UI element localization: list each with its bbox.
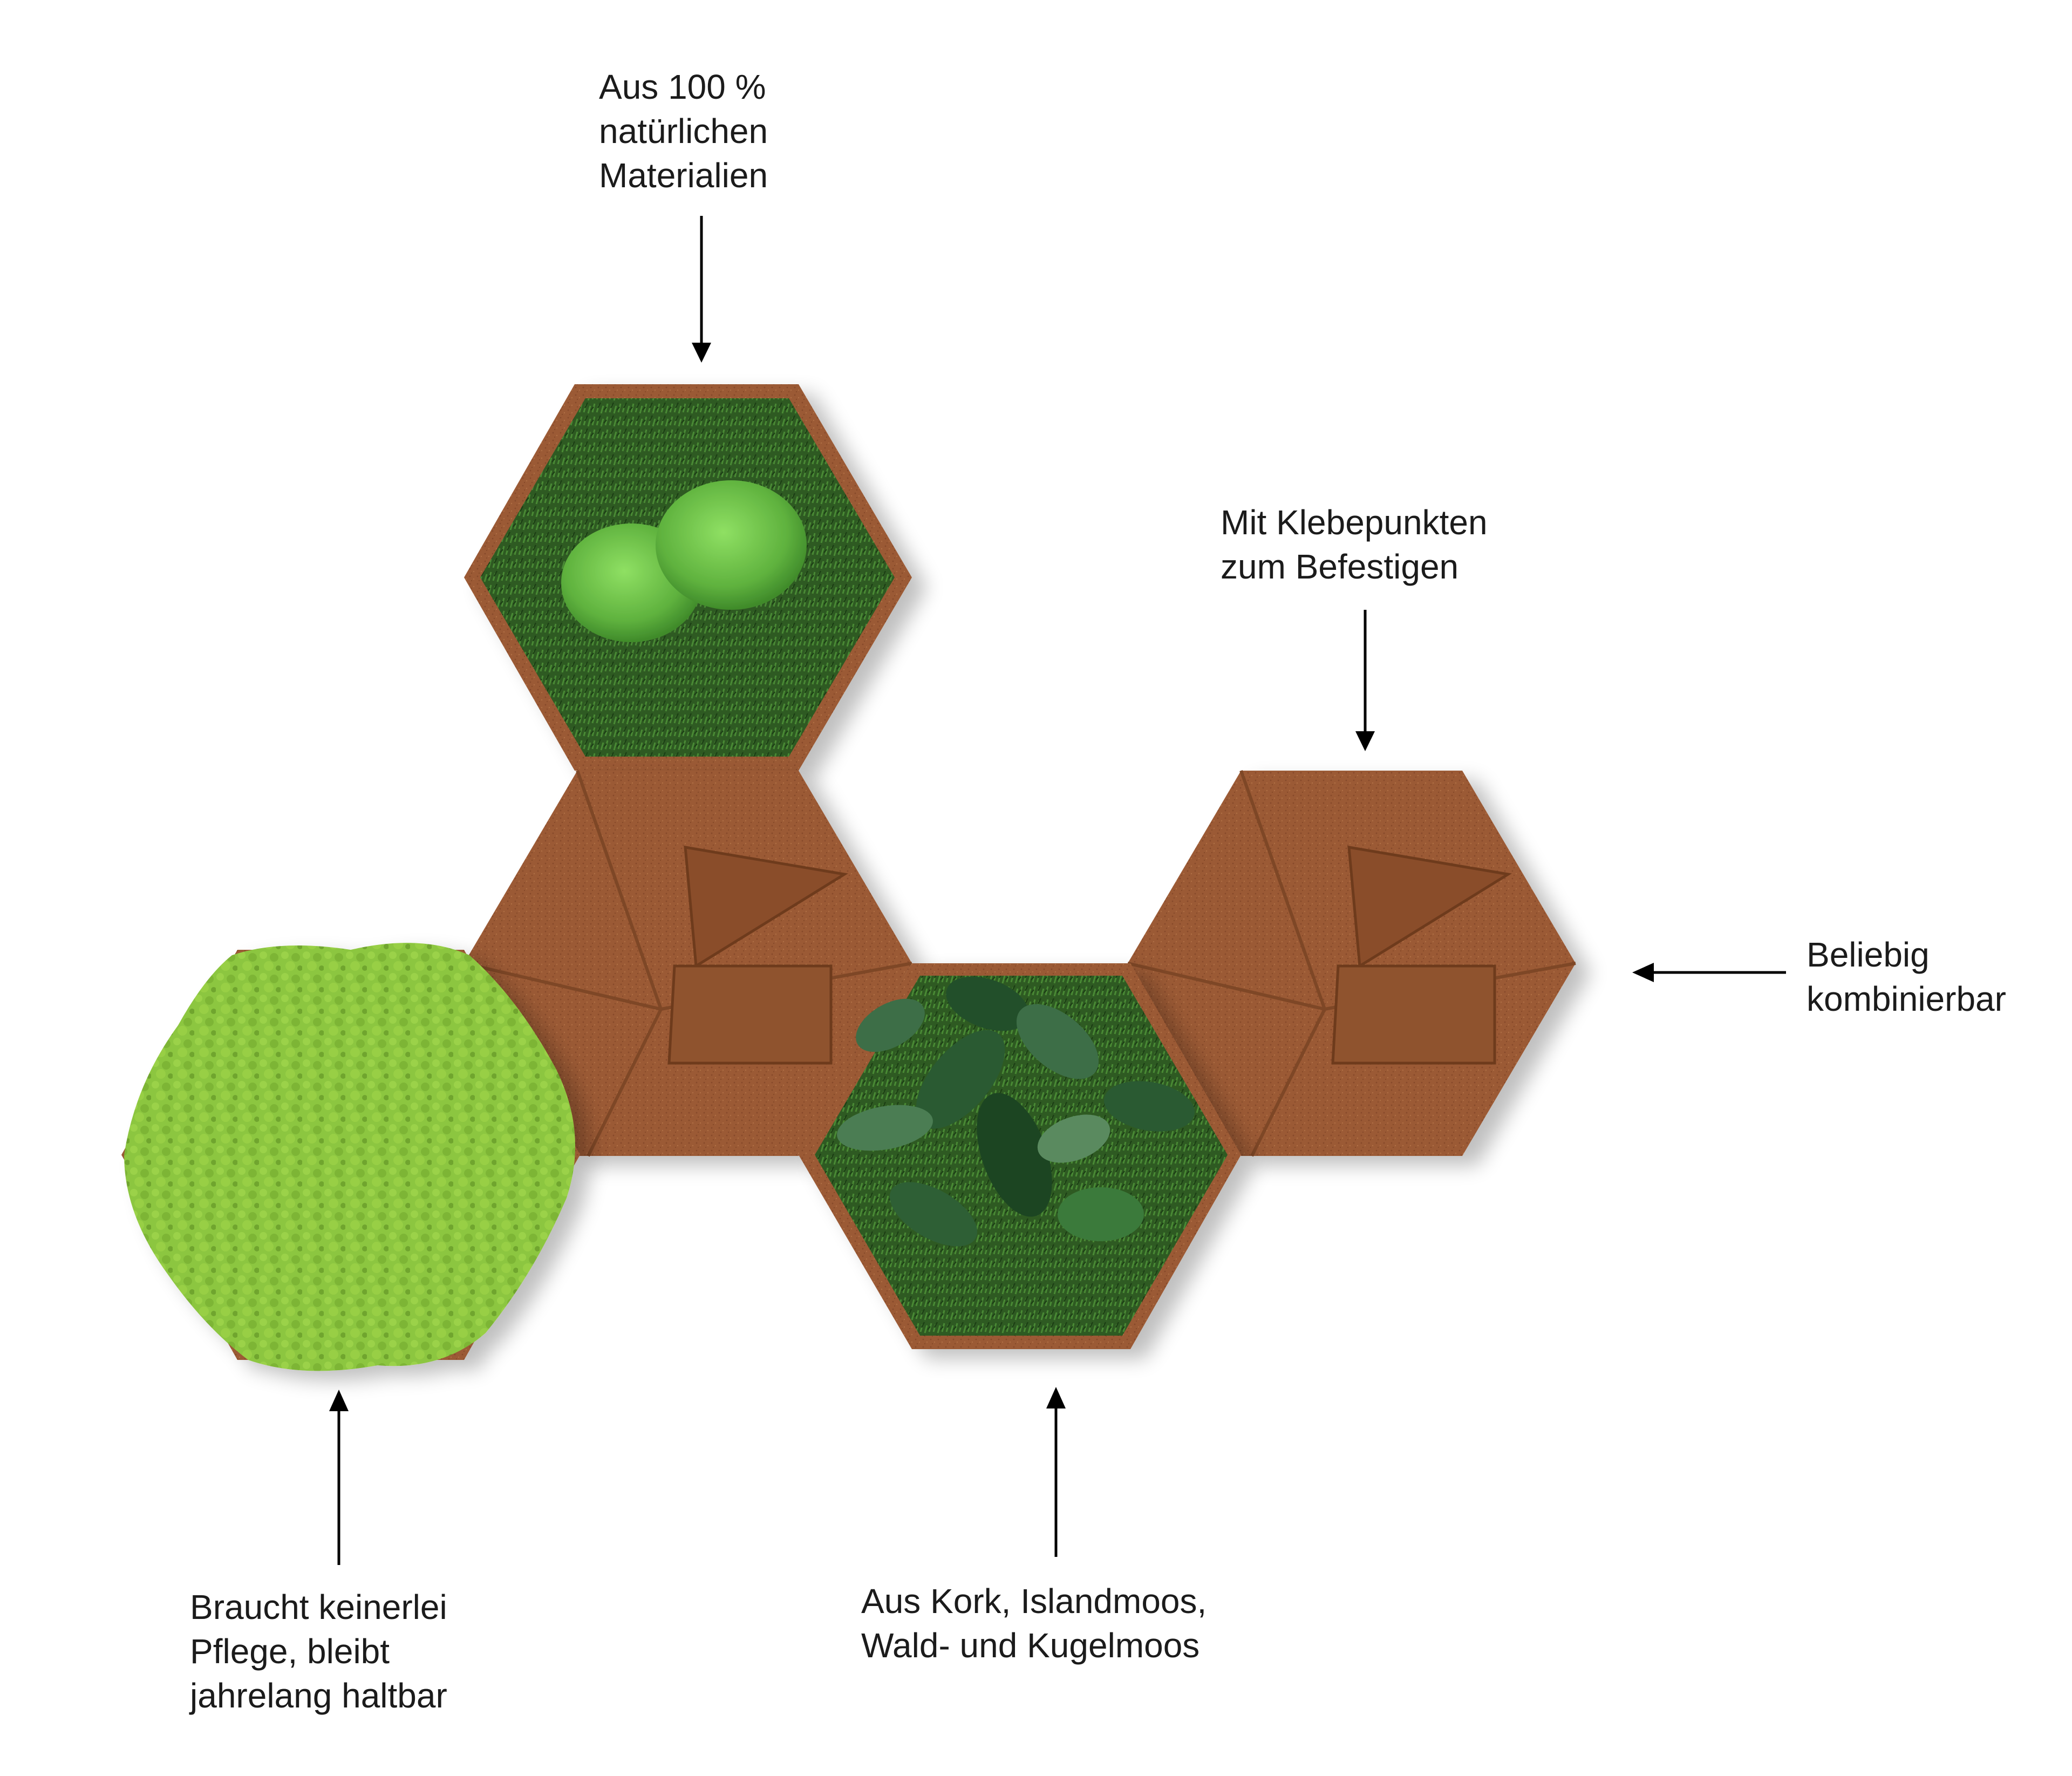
callout-materials-line-3: Materialien [599,156,768,195]
arrow-adhesive [1355,610,1375,751]
callout-care-line-2: Pflege, bleibt [190,1632,390,1671]
arrow-composition [1046,1387,1066,1557]
callout-combinable: Beliebig kombinierbar [1807,933,2006,1021]
cork-hexagon-left [464,770,912,1157]
callout-care-line-3: jahrelang haltbar [190,1676,447,1715]
arrow-care [329,1390,349,1565]
leaf-cluster [837,976,1195,1247]
plant-hexagon [799,963,1241,1349]
callout-materials-line-1: Aus 100 % [599,67,766,106]
callout-adhesive-line-1: Mit Klebepunkten [1221,503,1488,542]
callout-combinable-line-1: Beliebig [1807,935,1930,974]
callout-care-line-1: Braucht keinerlei [190,1588,447,1627]
cork-hexagon-right [1127,770,1576,1157]
callout-composition-line-1: Aus Kork, Islandmoos, [861,1582,1207,1621]
callout-adhesive-line-2: zum Befestigen [1221,547,1459,586]
ball-moss-right [656,480,807,610]
moss-hexagon-top [464,384,912,771]
callout-materials-line-2: natürlichen [599,112,768,151]
callout-materials: Aus 100 % natürlichen Materialien [599,65,768,198]
callout-adhesive: Mit Klebepunkten zum Befestigen [1221,500,1488,589]
callout-composition: Aus Kork, Islandmoos, Wald- und Kugelmoo… [861,1579,1207,1668]
callout-composition-line-2: Wald- und Kugelmoos [861,1626,1200,1665]
arrow-materials [692,216,711,363]
callout-combinable-line-2: kombinierbar [1807,979,2006,1018]
arrow-combinable [1632,963,1786,982]
callout-care: Braucht keinerlei Pflege, bleibt jahrela… [190,1585,447,1718]
reindeer-moss-hexagon [121,943,580,1371]
